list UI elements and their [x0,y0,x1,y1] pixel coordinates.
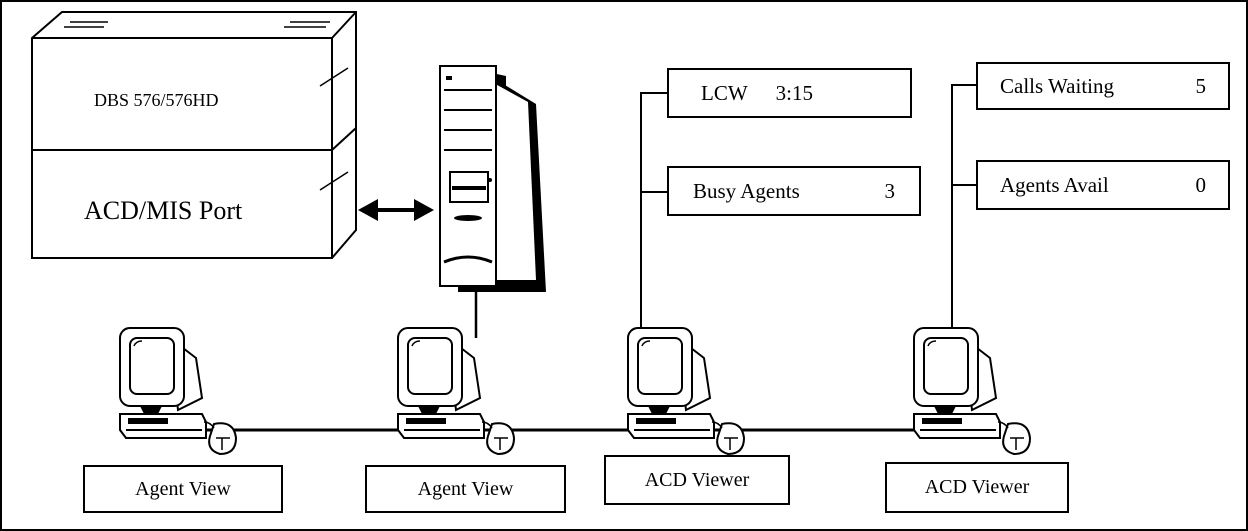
workstation-label: ACD Viewer [604,455,790,505]
pbx-cabinet-icon [31,11,357,259]
calls-waiting-label: Calls Waiting [1000,73,1115,98]
acd-mis-port-label: ACD/MIS Port [84,196,243,225]
calls-waiting-value: 5 [1195,73,1207,98]
lcw-label: LCW [701,80,748,105]
agents-avail-label: Agents Avail [1000,172,1109,197]
agents-avail-value: 0 [1195,172,1207,197]
workstation-label: Agent View [83,465,283,513]
double-arrow-icon [358,199,434,221]
busy-agents-display: Busy Agents 3 [667,166,921,216]
tower-server-icon [439,65,546,292]
workstation-label: ACD Viewer [885,462,1069,513]
workstation-label: Agent View [365,465,566,513]
agents-avail-display: Agents Avail 0 [976,160,1230,210]
calls-waiting-display: Calls Waiting 5 [976,62,1230,110]
lcw-display: LCW 3:15 [667,68,912,118]
busy-agents-value: 3 [884,178,896,203]
busy-agents-label: Busy Agents [693,178,800,203]
acd-viewer-1-connector [640,92,667,340]
acd-viewer-2-connector [951,84,976,338]
lcw-value: 3:15 [775,80,813,105]
pbx-model-label: DBS 576/576HD [94,90,219,110]
